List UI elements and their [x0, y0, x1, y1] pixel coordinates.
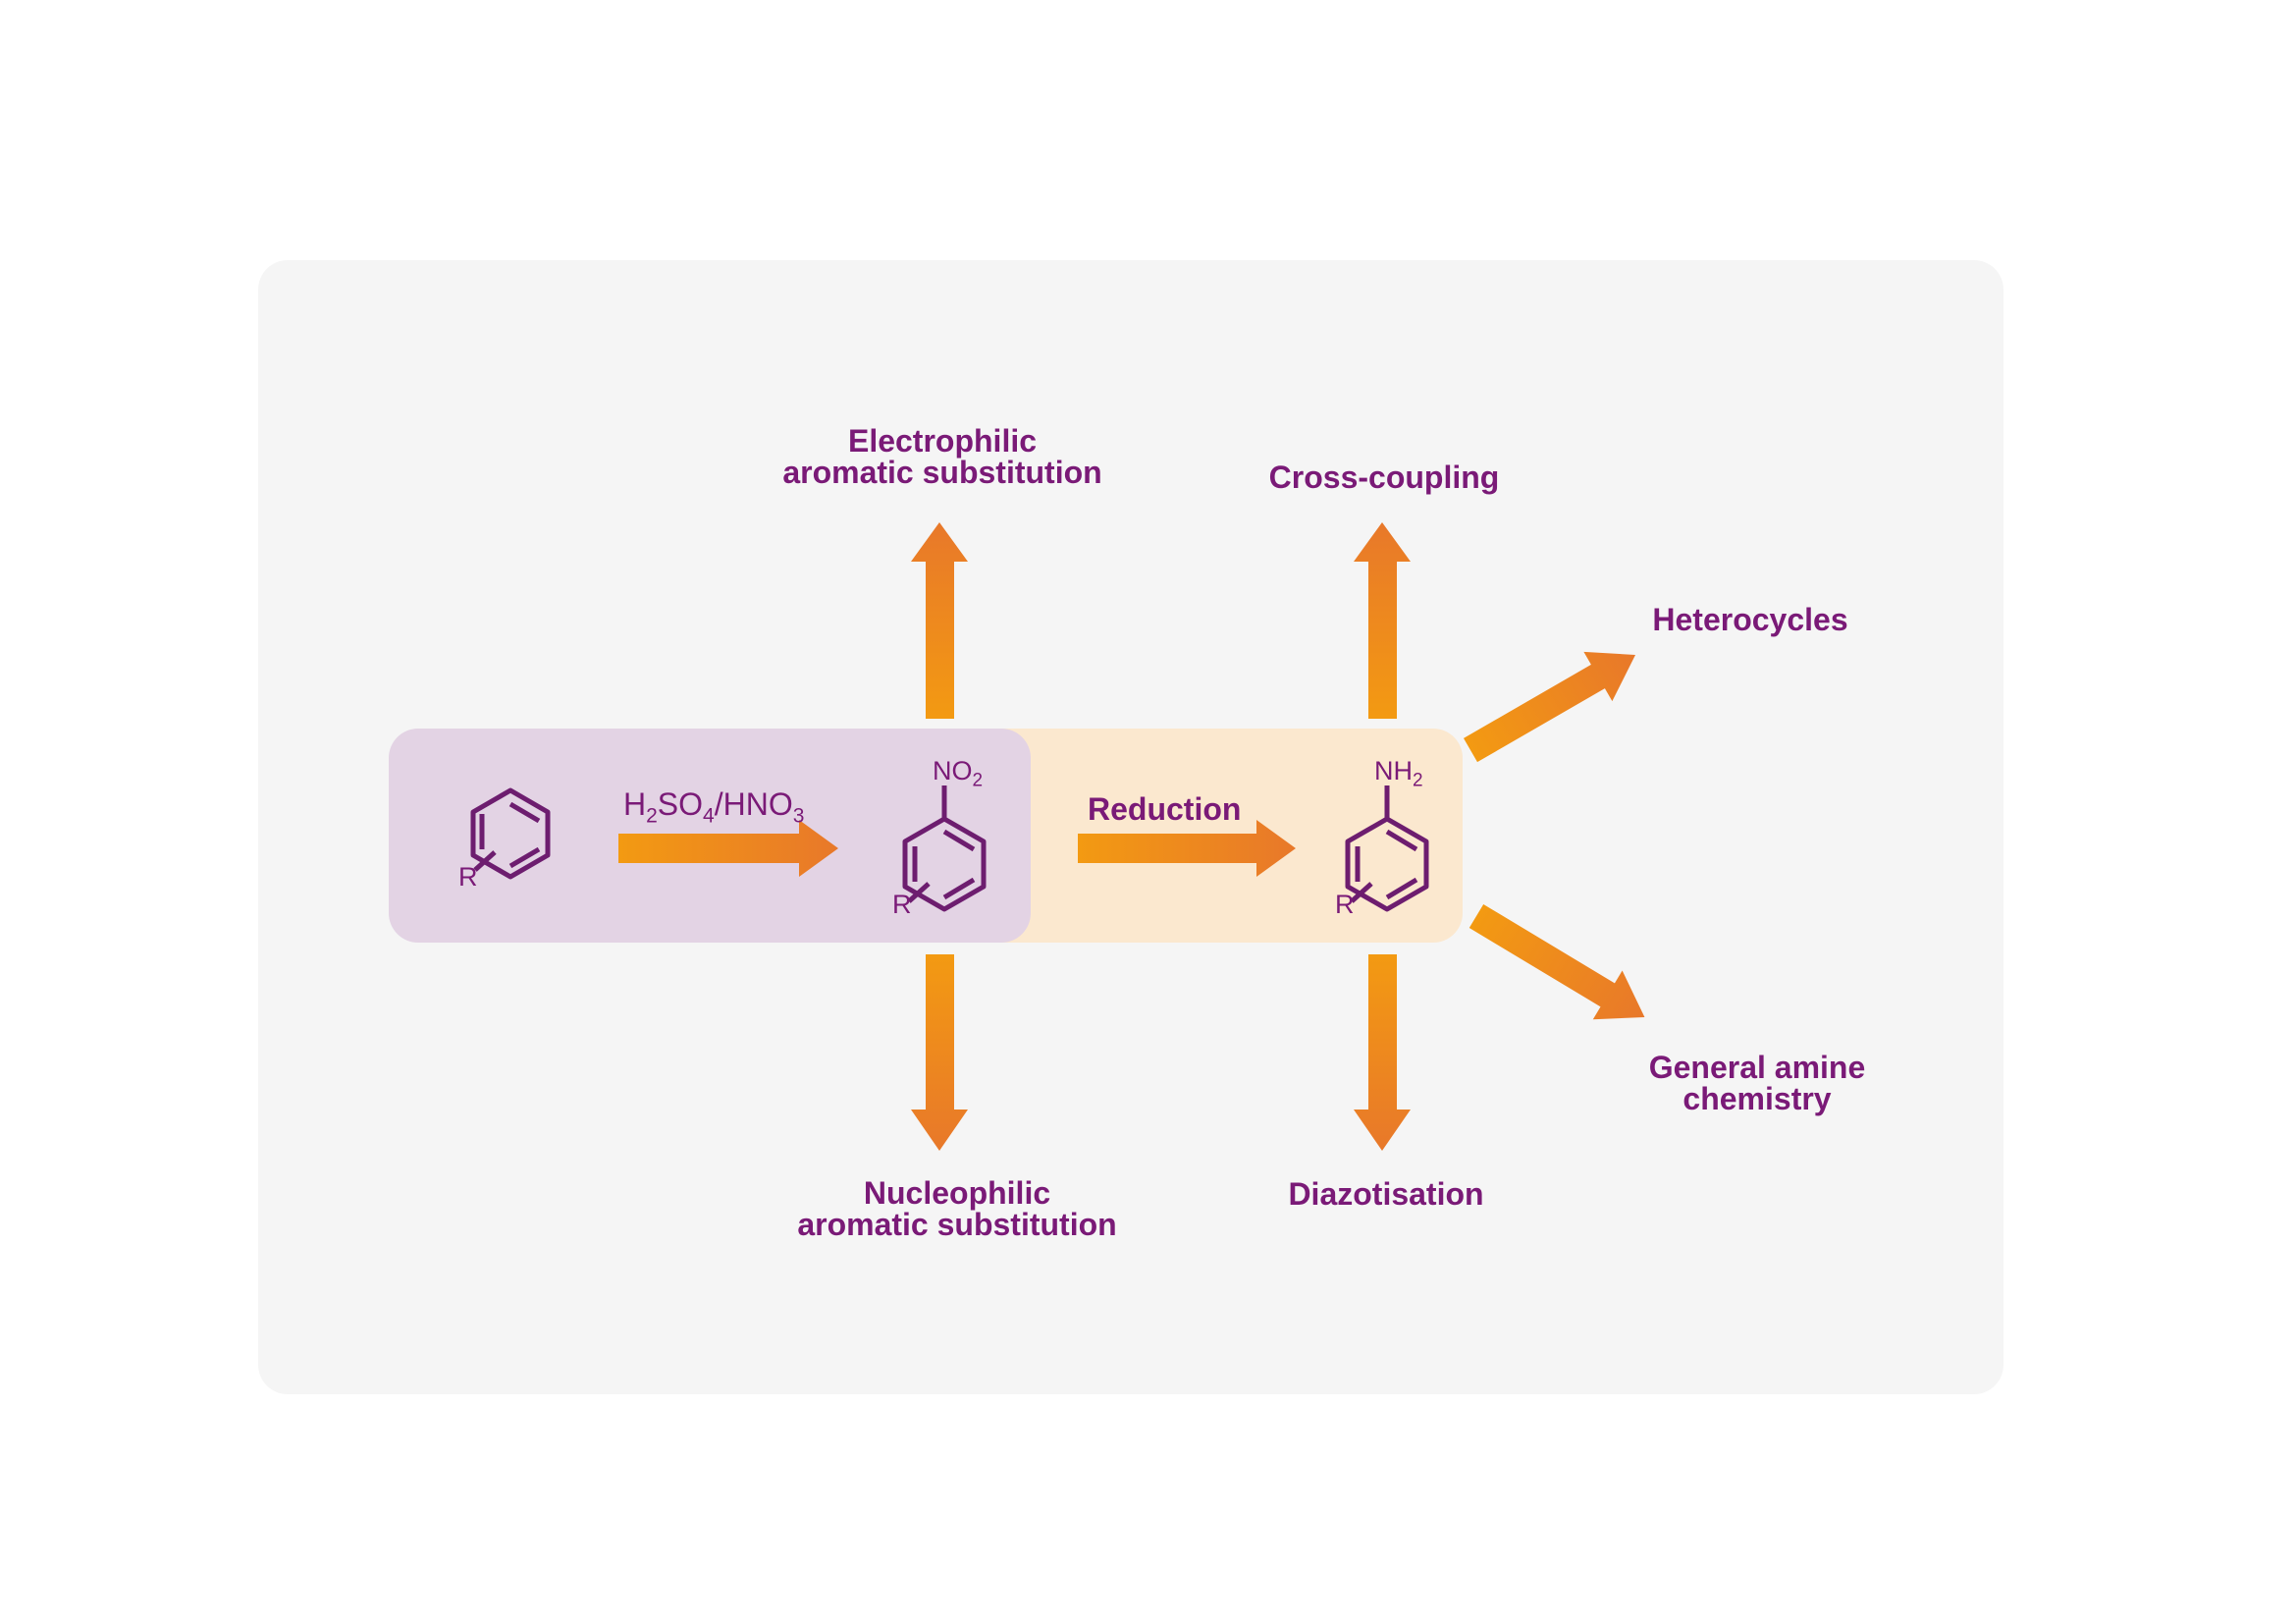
electrophilic-arrow [911, 522, 968, 719]
nucleophilic-label: Nucleophilic aromatic substitution [797, 1175, 1117, 1242]
r-label-amine: R [1335, 890, 1355, 919]
nitration-arrow [618, 820, 838, 877]
reduction-arrow [1078, 820, 1296, 877]
diazotisation-arrow [1354, 954, 1411, 1151]
reagent-label: H2SO4/HNO3 [623, 786, 805, 828]
nucleophilic-arrow [911, 954, 968, 1151]
general-amine-label: General amine chemistry [1648, 1050, 1866, 1116]
heterocycles-label: Heterocycles [1652, 602, 1848, 637]
r-label-nitro: R [892, 890, 912, 919]
benzene-substrate [470, 787, 551, 880]
benzene-nitro [902, 785, 987, 912]
benzene-amine [1345, 785, 1429, 912]
cross-coupling-arrow [1354, 522, 1411, 719]
nitro-group-label: NO2 [933, 756, 984, 791]
heterocycles-arrow [1464, 651, 1636, 763]
reduction-label: Reduction [1088, 791, 1242, 827]
amine-group-label: NH2 [1374, 756, 1423, 791]
diazotisation-label: Diazotisation [1288, 1176, 1484, 1212]
r-label-substrate: R [458, 862, 478, 892]
cross-coupling-label: Cross-coupling [1268, 460, 1500, 495]
electrophilic-label: Electrophilic aromatic substitution [782, 423, 1102, 490]
general-amine-arrow [1468, 903, 1645, 1020]
